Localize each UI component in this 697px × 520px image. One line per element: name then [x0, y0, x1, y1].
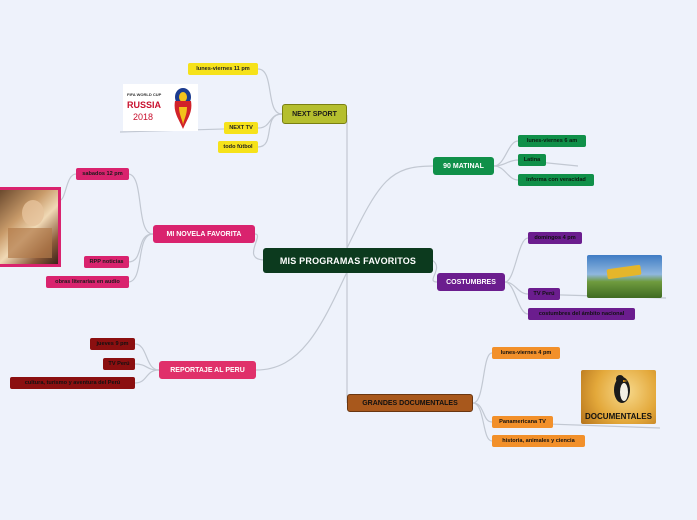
leaf-next-sport-schedule[interactable]: lunes-viernes 11 pm	[188, 63, 258, 75]
leaf-novela-topic[interactable]: obras literarias en audio	[46, 276, 129, 288]
branch-documentales[interactable]: GRANDES DOCUMENTALES	[347, 394, 473, 412]
leaf-documentales-schedule[interactable]: lunes-viernes 4 pm	[492, 347, 560, 359]
leaf-novela-channel[interactable]: RPP noticias	[84, 256, 129, 268]
branch-next-sport[interactable]: NEXT SPORT	[282, 104, 347, 124]
leaf-reportaje-channel[interactable]: TV Perú	[103, 358, 135, 370]
leaf-documentales-channel[interactable]: Panamericana TV	[492, 416, 553, 428]
trophy-icon	[174, 88, 192, 129]
link-costumbres	[431, 259, 438, 283]
leaf-matinal-schedule[interactable]: lunes-viernes 6 am	[518, 135, 586, 147]
novela-photo	[0, 187, 61, 267]
fifa-logo-title: FIFA WORLD CUP	[127, 92, 162, 97]
fifa-logo-country: RUSSIA	[127, 100, 162, 110]
leaf-matinal-topic[interactable]: informa con veracidad	[518, 174, 594, 186]
branch-novela[interactable]: MI NOVELA FAVORITA	[153, 225, 255, 243]
penguin-icon	[614, 375, 630, 403]
link-matinal	[346, 165, 434, 249]
leaf-reportaje-topic[interactable]: cultura, turismo y aventura del Perú	[10, 377, 135, 389]
leaf-costumbres-channel[interactable]: TV Perú	[528, 288, 560, 300]
leaf-next-sport-channel[interactable]: NEXT TV	[224, 122, 258, 134]
leaf-costumbres-schedule[interactable]: domingos 4 pm	[528, 232, 582, 244]
leaf-novela-schedule[interactable]: sabados 12 pm	[76, 168, 129, 180]
branch-matinal[interactable]: 90 MATINAL	[433, 157, 494, 175]
documentales-logo-caption: DOCUMENTALES	[585, 412, 652, 421]
leaf-matinal-channel[interactable]: Latina	[518, 154, 546, 166]
leaf-documentales-topic[interactable]: historia, animales y ciencia	[492, 435, 585, 447]
branch-reportaje[interactable]: REPORTAJE AL PERU	[159, 361, 256, 379]
fifa-logo-year: 2018	[133, 112, 154, 122]
leaf-costumbres-topic[interactable]: costumbres del ámbito nacional	[528, 308, 635, 320]
link-reportaje	[255, 271, 348, 371]
branch-costumbres[interactable]: COSTUMBRES	[437, 273, 505, 291]
link-novela	[252, 233, 266, 261]
documentales-logo-image: DOCUMENTALES	[581, 370, 656, 424]
leaf-next-sport-topic[interactable]: todo fútbol	[218, 141, 258, 153]
central-topic[interactable]: MIS PROGRAMAS FAVORITOS	[263, 248, 433, 273]
leaf-reportaje-schedule[interactable]: jueves 9 pm	[90, 338, 135, 350]
fifa-world-cup-logo: FIFA WORLD CUP RUSSIA 2018	[123, 84, 198, 131]
costumbres-logo-image	[587, 255, 662, 298]
